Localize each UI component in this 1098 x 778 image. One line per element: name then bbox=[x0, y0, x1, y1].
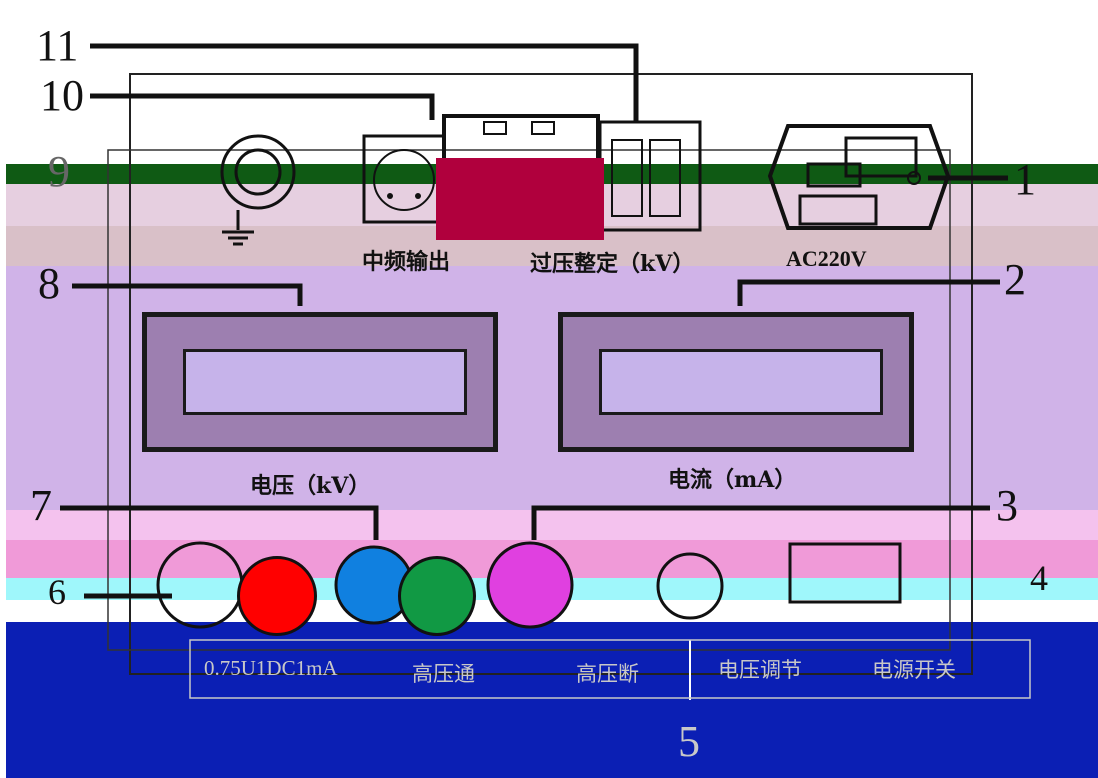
bottom-label-hv-on: 高压通 bbox=[412, 662, 475, 686]
green-indicator-light bbox=[398, 556, 476, 636]
current-display-screen bbox=[599, 349, 883, 415]
panel-outline bbox=[129, 73, 973, 675]
current-display-label: 电流（mA） bbox=[668, 467, 797, 493]
leader-11 bbox=[90, 43, 639, 122]
ground-terminal-icon bbox=[220, 134, 296, 246]
leader-8 bbox=[72, 283, 303, 306]
callout-11: 11 bbox=[36, 21, 79, 70]
callout-8: 8 bbox=[38, 259, 60, 308]
bottom-label-075u1dc1ma: 0.75U1DC1mA bbox=[204, 656, 338, 680]
callout-5: 5 bbox=[678, 717, 700, 766]
mid-freq-output-connector-icon bbox=[362, 134, 446, 224]
callout-3: 3 bbox=[996, 481, 1018, 530]
current-display bbox=[558, 312, 914, 452]
callout-9: 9 bbox=[48, 147, 70, 196]
callout-2: 2 bbox=[1004, 255, 1026, 304]
bottom-label-voltage-adjust: 电压调节 bbox=[718, 658, 802, 682]
voltage-display-label: 电压（kV） bbox=[250, 473, 371, 499]
leader-2 bbox=[737, 279, 1000, 306]
bottom-label-box bbox=[189, 639, 1031, 699]
bottom-label-hv-off: 高压断 bbox=[576, 662, 639, 686]
bottom-connector-outlines bbox=[156, 541, 902, 629]
pink-strip-upper bbox=[6, 510, 1098, 540]
bottom-blue-panel bbox=[6, 622, 1098, 778]
callout-6: 6 bbox=[48, 572, 66, 612]
bottom-label-power-switch: 电源开关 bbox=[872, 658, 956, 682]
voltage-display bbox=[142, 312, 498, 452]
leader-10 bbox=[90, 93, 435, 120]
callout-10: 10 bbox=[40, 71, 84, 120]
callout-1: 1 bbox=[1014, 155, 1036, 204]
leader-7 bbox=[60, 505, 379, 540]
red-indicator-light bbox=[237, 556, 317, 636]
overvoltage-setting-label: 过压整定（kV） bbox=[530, 251, 695, 277]
voltage-display-screen bbox=[183, 349, 467, 415]
callout-7: 7 bbox=[30, 481, 52, 530]
inner-outline bbox=[107, 149, 951, 651]
callout-4: 4 bbox=[1030, 558, 1048, 598]
mid-freq-output-label: 中频输出 bbox=[362, 249, 451, 275]
accent-crimson-block bbox=[436, 158, 604, 240]
power-input-label: AC220V bbox=[786, 246, 867, 271]
ac-power-socket-icon bbox=[767, 124, 951, 230]
leader-3 bbox=[531, 505, 990, 540]
